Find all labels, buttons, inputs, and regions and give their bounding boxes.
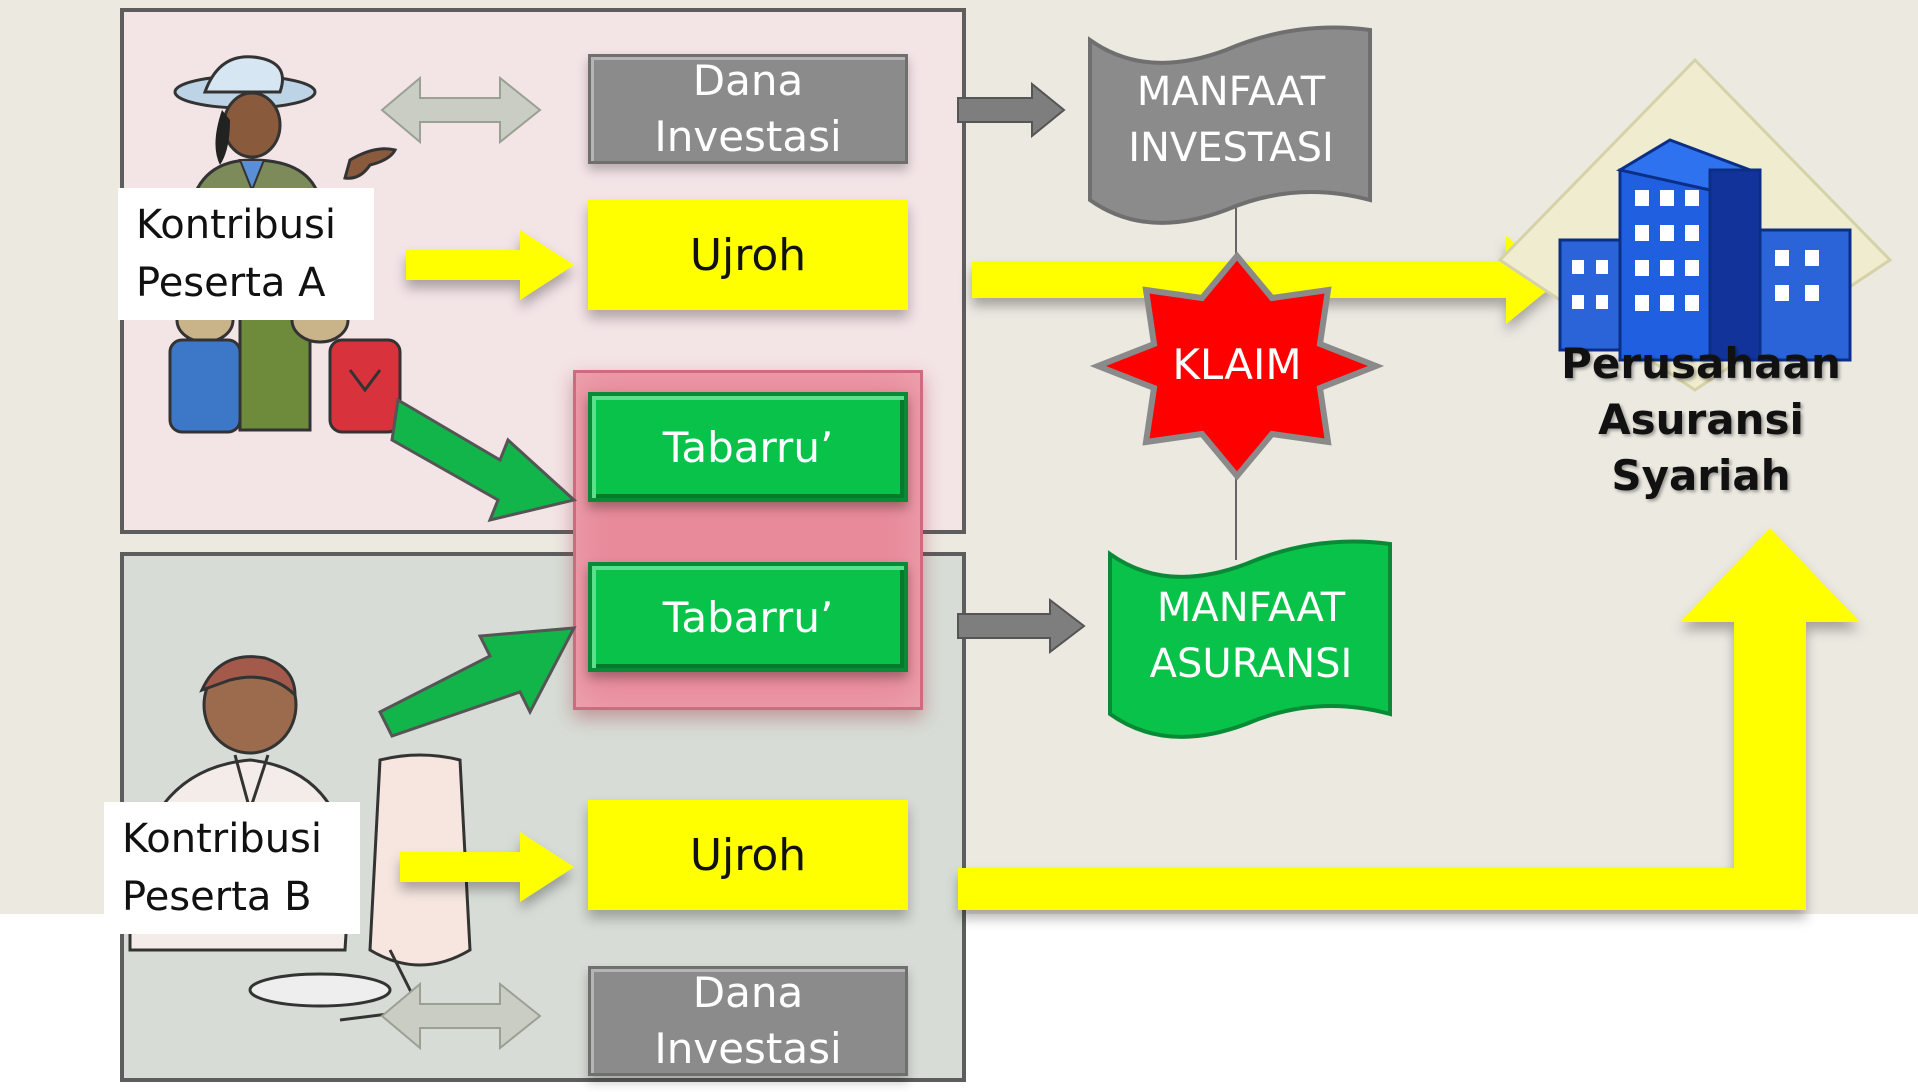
tabarru-b-box: Tabarru’ bbox=[588, 562, 908, 672]
klaim-label: KLAIM bbox=[1172, 340, 1302, 389]
green-arrow-b bbox=[377, 626, 577, 738]
ujroh-b-box: Ujroh bbox=[588, 800, 908, 910]
green-arrow-a bbox=[390, 397, 578, 523]
manfaat-investasi-document bbox=[1088, 25, 1372, 225]
yellow-arrow-a-out bbox=[972, 236, 1560, 324]
dana-investasi-a-line2: Investasi bbox=[654, 112, 842, 161]
manfaat-asuransi-line1: MANFAAT bbox=[1156, 585, 1346, 631]
klaim-star bbox=[1089, 251, 1385, 481]
participant-b-label-line2: Peserta B bbox=[122, 874, 312, 920]
yellow-arrow-b-in bbox=[400, 832, 574, 902]
company-label-line2: Asuransi Syariah bbox=[1598, 395, 1804, 500]
company-label: Perusahaan Asuransi Syariah bbox=[1506, 336, 1896, 504]
tabarru-a-box: Tabarru’ bbox=[588, 392, 908, 502]
manfaat-asuransi-document bbox=[1108, 539, 1392, 739]
participant-a-label-line2: Peserta A bbox=[136, 260, 326, 306]
yellow-arrow-a-in bbox=[406, 230, 574, 300]
dana-investasi-a-line1: Dana bbox=[692, 56, 804, 105]
dana-investasi-a-box: Dana Investasi bbox=[588, 54, 908, 164]
company-label-line1: Perusahaan bbox=[1561, 339, 1841, 388]
participant-b-label-line1: Kontribusi bbox=[122, 816, 322, 862]
manfaat-asuransi-text: MANFAAT ASURANSI bbox=[1116, 580, 1386, 692]
manfaat-investasi-line2: INVESTASI bbox=[1128, 125, 1334, 171]
building-icon bbox=[1497, 57, 1893, 392]
dana-investasi-b-box: Dana Investasi bbox=[588, 966, 908, 1076]
manfaat-asuransi-line2: ASURANSI bbox=[1149, 641, 1353, 687]
participant-a-label-line1: Kontribusi bbox=[136, 202, 336, 248]
participant-a-illustration bbox=[168, 55, 402, 434]
ujroh-a-box: Ujroh bbox=[588, 200, 908, 310]
participant-b-label: Kontribusi Peserta B bbox=[104, 802, 360, 934]
dana-investasi-b-line2: Investasi bbox=[654, 1024, 842, 1073]
right-arrow-investasi bbox=[957, 81, 1066, 139]
participant-a-label: Kontribusi Peserta A bbox=[118, 188, 374, 320]
dana-investasi-b-line1: Dana bbox=[692, 968, 804, 1017]
yellow-arrow-b-out bbox=[958, 528, 1860, 910]
right-arrow-asuransi bbox=[957, 597, 1086, 655]
bidirectional-arrow-a bbox=[380, 75, 542, 145]
manfaat-investasi-text: MANFAAT INVESTASI bbox=[1096, 64, 1366, 176]
manfaat-investasi-line1: MANFAAT bbox=[1136, 69, 1326, 115]
bidirectional-arrow-b bbox=[380, 981, 542, 1051]
